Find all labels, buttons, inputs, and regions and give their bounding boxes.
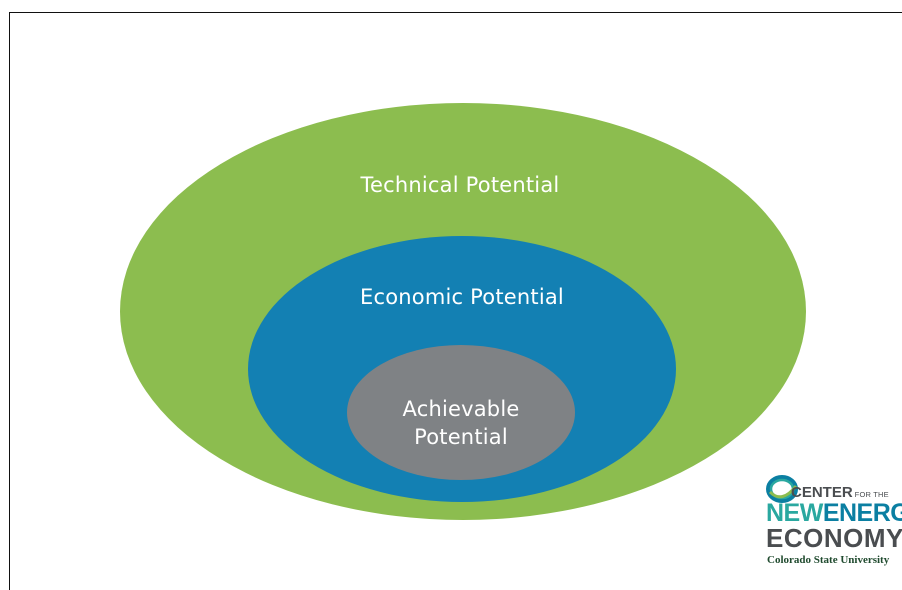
frame-top-border (9, 12, 902, 13)
economic-potential-label: Economic Potential (360, 285, 564, 309)
technical-potential-label: Technical Potential (360, 173, 560, 197)
logo-for-the-text: FOR THE (854, 490, 889, 499)
logo-center-word: CENTER (791, 484, 853, 501)
logo-energy-word: ENERGY (822, 499, 902, 527)
achievable-potential-ellipse (347, 345, 575, 480)
logo-economy-text: ECONOMY (766, 523, 902, 553)
frame-left-border (9, 12, 10, 590)
achievable-potential-label-line2: Potential (414, 425, 508, 449)
logo-new-word: NEW (766, 499, 823, 527)
logo-new-energy-text: NEWENERGY (766, 501, 902, 526)
logo-university-text: Colorado State University (767, 554, 890, 566)
swirl-ring-icon (766, 475, 798, 503)
achievable-potential-label-line1: Achievable (402, 397, 520, 421)
achievable-potential-label: Achievable Potential (361, 395, 561, 451)
